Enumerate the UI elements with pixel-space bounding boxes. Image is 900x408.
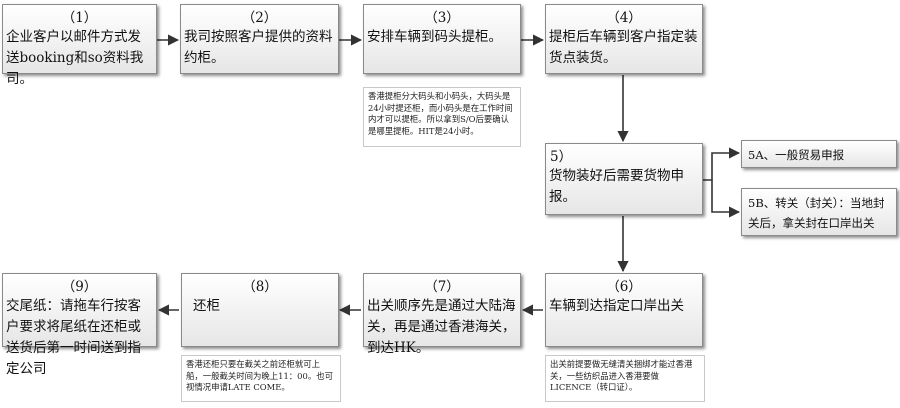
arrow-5-5a (703, 147, 741, 181)
note-step-8: 香港还柜只要在截关之前还柜就可上船，一般截关时间为晚上11：00。也可视情况申请… (181, 355, 341, 402)
step-number: 5） (550, 149, 573, 165)
step-4-box: （4） 提柜后车辆到客户指定装货点装货。 (545, 4, 703, 74)
step-number: （7） (424, 279, 460, 295)
step-5a-box: 5A、一般贸易申报 (741, 140, 897, 168)
step-text: 交尾纸：请拖车行按客户要求将尾纸在还柜或送货后第一时间送到指定公司 (6, 298, 141, 377)
step-number: （3） (424, 10, 460, 26)
step-text: 车辆到达指定口岸出关 (549, 298, 684, 314)
step-text: 安排车辆到码头提柜。 (367, 29, 502, 45)
step-number: （6） (606, 279, 642, 295)
step-text: 提柜后车辆到客户指定装货点装货。 (549, 29, 698, 66)
step-5b-box: 5B、转关（封关）：当地封关后，拿关封在口岸出关 (741, 188, 897, 236)
step-number: （4） (606, 10, 642, 26)
step-number: （9） (61, 279, 98, 295)
step-number: （8） (242, 279, 278, 295)
step-7-box: （7） 出关顺序先是通过大陆海关，再是通过香港海关，到达HK。 (363, 273, 521, 356)
step-2-box: （2） 我司按照客户提供的资料约柜。 (180, 4, 339, 74)
step-6-box: （6） 车辆到达指定口岸出关 (545, 273, 703, 347)
note-step-3: 香港提柜分大码头和小码头，大码头是24小时提还柜，而小码头是在工作时间内才可以提… (363, 87, 521, 147)
step-text: 5B、转关（封关）：当地封关后，拿关封在口岸出关 (748, 196, 885, 230)
step-9-box: （9） 交尾纸：请拖车行按客户要求将尾纸在还柜或送货后第一时间送到指定公司 (2, 273, 157, 377)
step-number: （1） (61, 10, 98, 26)
step-text: 还柜 (193, 298, 220, 314)
step-3-box: （3） 安排车辆到码头提柜。 (363, 4, 521, 74)
step-text: 我司按照客户提供的资料约柜。 (184, 29, 333, 66)
step-text: 出关顺序先是通过大陆海关，再是通过香港海关，到达HK。 (367, 298, 516, 356)
step-1-box: （1） 企业客户以邮件方式发送booking和so资料我司。 (2, 4, 157, 87)
step-text: 5A、一般贸易申报 (748, 148, 845, 162)
note-step-6: 出关前提要做无缝清关捆绑才能过香港关，一些纺织品进入香港要做LICENCE（转口… (545, 355, 705, 402)
step-5-box: 5） 货物装好后需要货物申报。 (545, 143, 703, 215)
step-number: （2） (241, 10, 278, 26)
step-text: 货物装好后需要货物申报。 (549, 168, 684, 205)
step-8-box: （8） 还柜 (181, 273, 339, 347)
step-text: 企业客户以邮件方式发送booking和so资料我司。 (6, 29, 144, 87)
arrow-5-5b (711, 180, 741, 218)
